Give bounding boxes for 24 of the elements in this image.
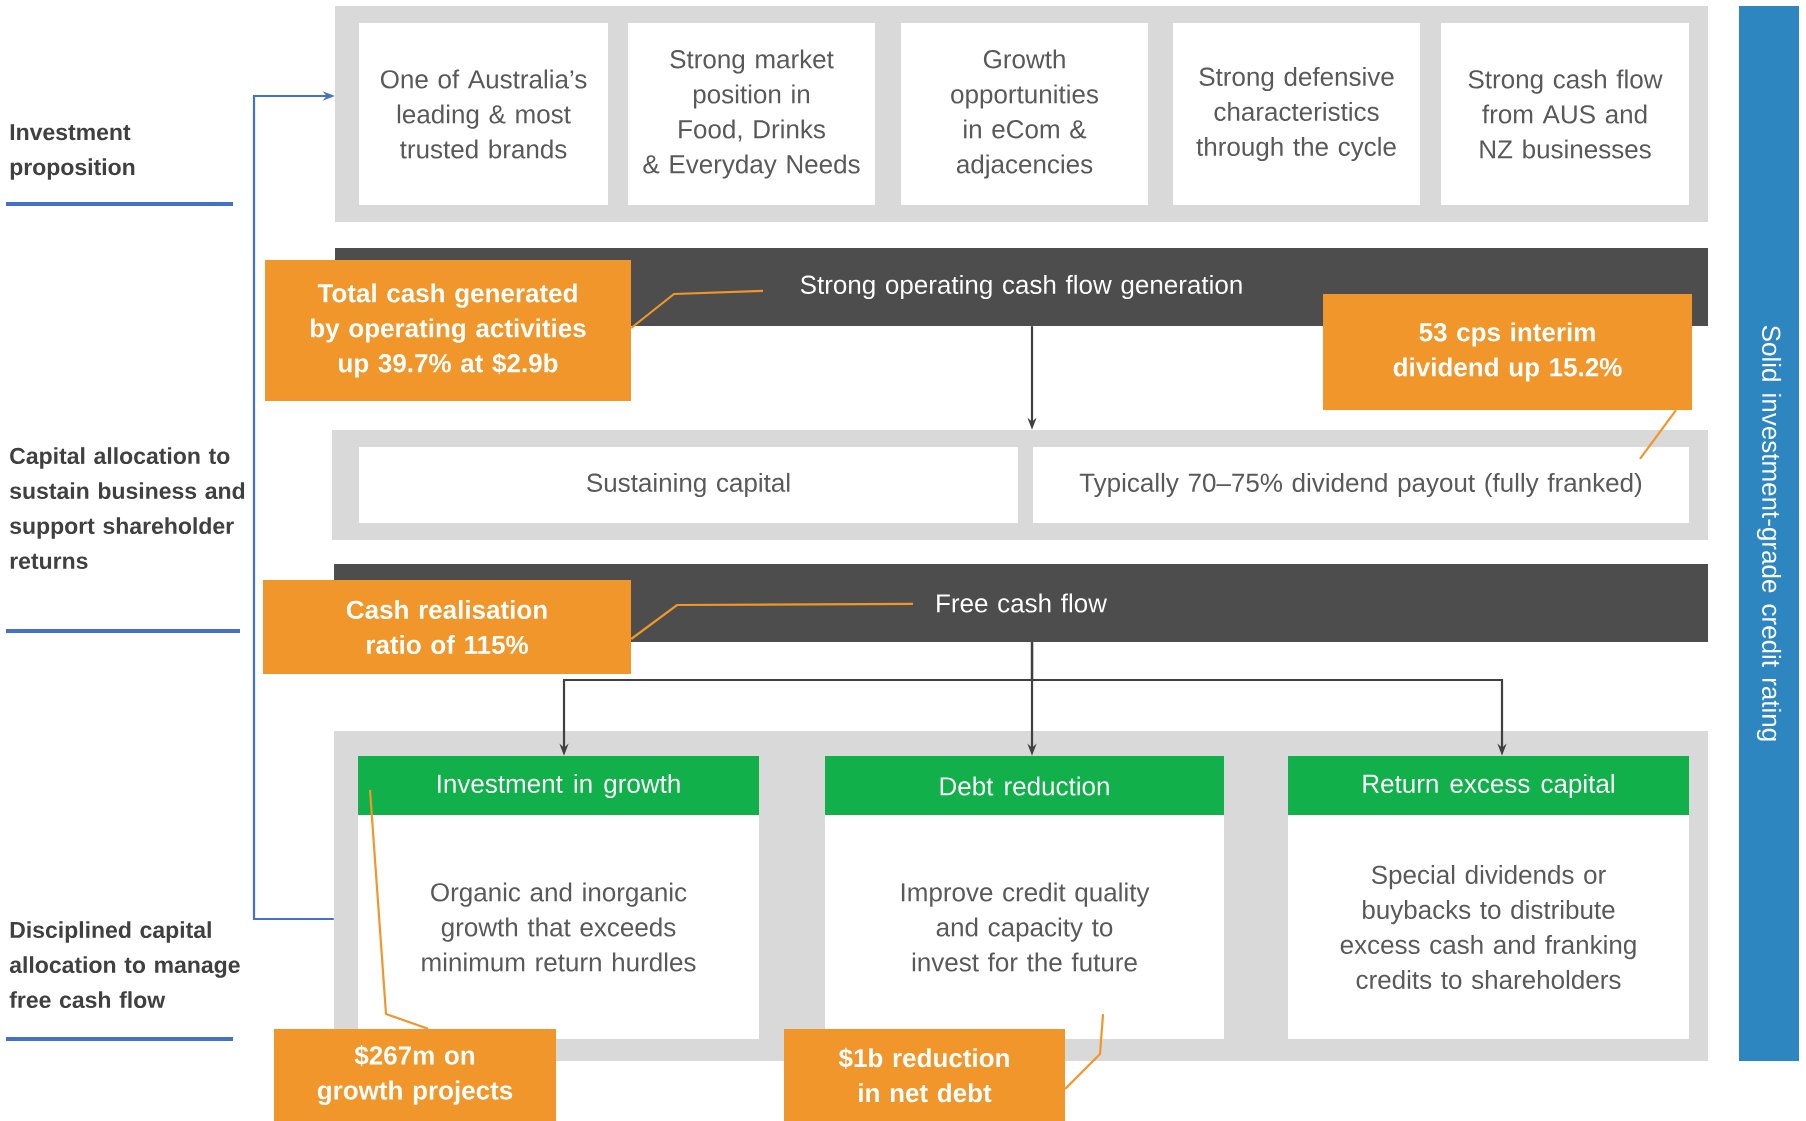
callout-box: 53 cps interim dividend up 15.2%: [1323, 294, 1692, 410]
callout-box: $1b reduction in net debt: [784, 1029, 1065, 1121]
text-box: Strong defensive characteristics through the cycle: [1173, 23, 1420, 205]
leader-line: [630, 602, 913, 640]
callout-box: Cash realisation ratio of 115%: [263, 580, 631, 674]
section-label: Capital allocation to sustain business and support shareholder returns: [10, 447, 245, 570]
side-banner: Solid investment-grade credit rating: [1739, 6, 1799, 1061]
leader-line: [368, 789, 429, 1030]
leader-line: [1639, 409, 1677, 460]
section-label: Investment proposition: [10, 124, 135, 180]
text-box: Strong market position in Food, Drinks & Everyday Needs: [628, 23, 875, 205]
card: Investment in growth Organic and inorganic growth that exceeds minimum return hurdles: [358, 756, 759, 1039]
text-box: Sustaining capital: [359, 447, 1018, 523]
leader-line: [1064, 1014, 1105, 1090]
leader-line: [630, 289, 764, 329]
text-box: One of Australia’s leading & most trusted brands: [359, 23, 608, 205]
callout-box: Total cash generated by operating activities up 39.7% at $2.9b: [265, 260, 631, 401]
text-box: Growth opportunities in eCom & adjacencies: [901, 23, 1148, 205]
card: Return excess capital Special dividends or buybacks to distribute excess cash and franking credits to shareholders: [1288, 756, 1689, 1039]
section-label: Disciplined capital allocation to manage free cash flow: [9, 921, 240, 1009]
card: Debt reduction Improve credit quality and capacity to invest for the future: [825, 756, 1224, 1039]
callout-box: $267m on growth projects: [274, 1029, 556, 1121]
text-box: Strong cash flow from AUS and NZ businesses: [1441, 23, 1689, 205]
text-box: Typically 70–75% dividend payout (fully franked): [1033, 447, 1689, 523]
